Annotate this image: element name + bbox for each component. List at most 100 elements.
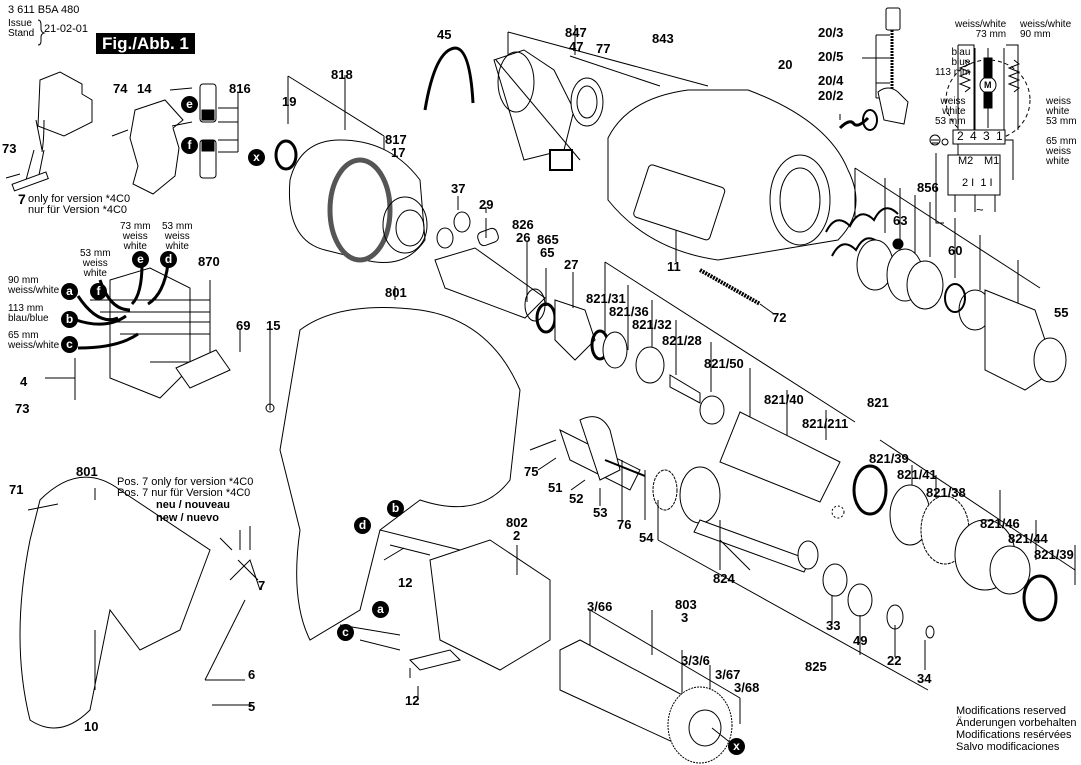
part-label-821-36: 821/36 (609, 304, 649, 319)
badge-x-upper: x (248, 149, 265, 166)
part-label-20-3: 20/3 (818, 25, 844, 40)
part-label-801-top: 801 (385, 285, 407, 300)
part-label-15: 15 (266, 318, 281, 333)
wiring-blue: blau blue 113 mm (935, 47, 971, 78)
part-label-51: 51 (548, 480, 563, 495)
motor-housing-drawing (265, 286, 521, 641)
part-label-870: 870 (198, 254, 220, 269)
part-label-63: 63 (893, 213, 908, 228)
issue-date: 21-02-01 (44, 23, 89, 35)
tool-holder-drawing (493, 25, 709, 171)
part-label-821-31: 821/31 (586, 291, 626, 306)
wire-label-b: 113 mm blau/blue (8, 303, 49, 324)
part-label-73: 73 (2, 141, 17, 156)
part-label-20-4: 20/4 (818, 73, 844, 88)
stand-label: Stand (8, 28, 35, 39)
part-label-22: 22 (887, 653, 902, 668)
part-label-71: 71 (9, 482, 24, 497)
part-label-821-39-upper: 821/39 (869, 451, 909, 466)
part-label-75: 75 (524, 464, 539, 479)
part-label-801-handle: 801 (76, 464, 98, 479)
part-label-26: 26 (516, 230, 531, 245)
handle-housing-drawing (19, 476, 261, 729)
intermediate-shaft-parts-drawing (434, 196, 596, 361)
part-label-3-68: 3/68 (734, 680, 760, 695)
part-label-29: 29 (479, 197, 494, 212)
locking-sleeve-drawing (825, 167, 1067, 391)
armature-drawing (559, 609, 741, 764)
part-label-37: 37 (451, 181, 466, 196)
part-label-825: 825 (805, 659, 827, 674)
part-label-52: 52 (569, 491, 584, 506)
note-version-only-de: nur für Version *4C0 (28, 204, 128, 216)
part-label-856: 856 (917, 180, 939, 195)
part-label-817: 817 (385, 132, 407, 147)
part-label-17: 17 (391, 145, 406, 160)
part-label-77: 77 (596, 41, 611, 56)
end-shield-drawing (274, 75, 428, 263)
wiring-m2: M2 (958, 155, 974, 167)
wiring-white-right: weiss white 53 mm (1046, 96, 1077, 127)
part-number: 3 611 B5A 480 (8, 4, 80, 16)
part-label-14: 14 (137, 81, 152, 96)
wiring-top-left: weiss/white 73 mm (955, 19, 1007, 40)
part-label-20: 20 (778, 57, 793, 72)
part-label-74: 74 (113, 81, 128, 96)
wire-label-f: 53 mm weiss white (80, 248, 111, 279)
part-label-821-50: 821/50 (704, 356, 744, 371)
wiring-terminal-1: 1 (996, 129, 1003, 143)
part-label-821-40: 821/40 (764, 392, 804, 407)
wire-label-c: 65 mm weiss/white (8, 330, 60, 351)
badge-e-switch: e (132, 251, 149, 268)
part-label-847: 847 (565, 25, 587, 40)
badge-a-field: a (372, 601, 389, 618)
part-label-27: 27 (564, 257, 579, 272)
part-label-76: 76 (617, 517, 632, 532)
part-label-6: 6 (248, 667, 256, 682)
wiring-terminal-3: 3 (983, 129, 990, 143)
screw-72-drawing (699, 268, 761, 306)
wiring-white-65: 65 mm weiss white (1046, 136, 1077, 167)
note-version-only-en: only for version *4C0 (28, 193, 131, 205)
part-label-54: 54 (639, 530, 654, 545)
part-label-47: 47 (569, 39, 584, 54)
part-label-802: 802 (506, 515, 528, 530)
figure-title: Fig./Abb. 1 (96, 33, 195, 54)
part-label-20-2: 20/2 (818, 88, 844, 103)
wiring-motor-symbol: M (984, 80, 992, 90)
wiring-white-left: weiss white 53 mm (935, 96, 966, 127)
spring-clip-drawing (423, 46, 475, 111)
part-label-4: 4 (20, 374, 28, 389)
part-label-826: 826 (512, 217, 534, 232)
footer-modifications-de: Änderungen vorbehalten (956, 717, 1077, 729)
part-label-5: 5 (248, 699, 256, 714)
part-label-12-upper: 12 (398, 575, 413, 590)
part-label-65: 65 (540, 245, 555, 260)
issue-brace (37, 19, 46, 46)
part-label-821-38: 821/38 (926, 485, 966, 500)
part-label-3-3-6: 3/3/6 (681, 653, 710, 668)
wiring-inputs: 2 I 1 I (962, 177, 993, 189)
footer-modifications-en: Modifications reserved (956, 705, 1067, 717)
badge-a-switch: a (61, 283, 78, 300)
part-label-45: 45 (437, 27, 452, 42)
part-label-3-67: 3/67 (715, 667, 741, 682)
part-label-824: 824 (713, 571, 735, 586)
part-label-821-46: 821/46 (980, 516, 1020, 531)
part-label-49: 49 (853, 633, 868, 648)
part-label-865: 865 (537, 232, 559, 247)
part-label-821: 821 (867, 395, 889, 410)
part-label-821-44: 821/44 (1008, 531, 1048, 546)
part-label-821-39-lower: 821/39 (1034, 547, 1074, 562)
part-label-7: 7 (258, 578, 266, 593)
footer-modifications-fr: Modifications resérvées (956, 729, 1072, 741)
note-pos7-de: Pos. 7 nur für Version *4C0 (117, 487, 251, 499)
resistor-left (958, 59, 972, 93)
piston-assembly-drawing (590, 261, 888, 519)
part-label-20-5: 20/5 (818, 49, 844, 64)
badge-c-field: c (337, 624, 354, 641)
badge-d-switch: d (160, 251, 177, 268)
part-label-33: 33 (826, 618, 841, 633)
part-label-53: 53 (593, 505, 608, 520)
part-label-69: 69 (236, 318, 251, 333)
